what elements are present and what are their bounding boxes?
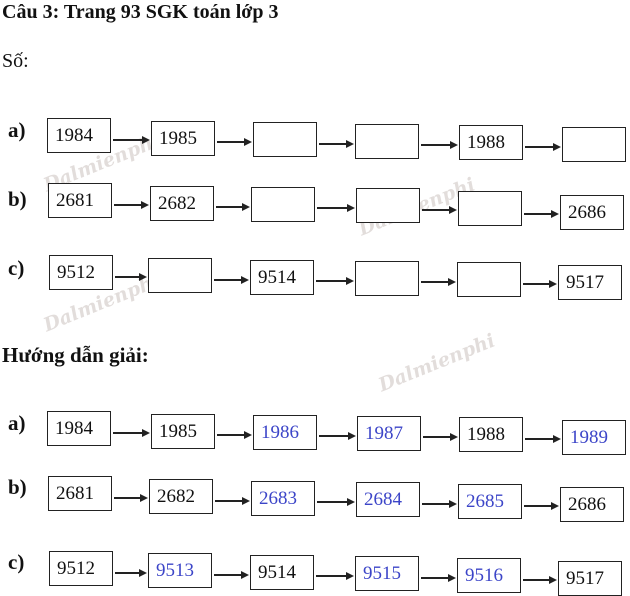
exercise-a-number-box[interactable] <box>355 124 419 159</box>
exercise-b-number-box: 2686 <box>560 195 624 230</box>
solution-heading: Hướng dẫn giải: <box>2 343 149 367</box>
arrow-right-icon <box>216 203 250 210</box>
arrow-right-icon <box>114 201 149 208</box>
exercise-c-number-box[interactable] <box>148 258 212 293</box>
solution-b-number-box: 2683 <box>251 481 315 516</box>
arrow-right-icon <box>214 571 249 578</box>
exercise-c-number-box: 9512 <box>49 255 113 290</box>
arrow-right-icon <box>217 431 252 438</box>
solution-a-number-box: 1988 <box>459 417 523 452</box>
arrow-right-icon <box>114 494 148 501</box>
arrow-right-icon <box>113 136 150 143</box>
solution-c-number-box: 9517 <box>558 561 622 596</box>
exercise-a-number-box: 1988 <box>459 125 523 160</box>
exercise-row-label-c: c) <box>8 256 25 280</box>
arrow-right-icon <box>421 278 456 285</box>
arrow-right-icon <box>523 280 557 287</box>
exercise-row-label-b: b) <box>8 187 27 211</box>
exercise-b-number-box[interactable] <box>458 191 522 226</box>
solution-b-number-box: 2686 <box>560 487 624 522</box>
arrow-right-icon <box>524 210 559 217</box>
exercise-a-number-box: 1985 <box>151 121 215 156</box>
exercise-c-number-box: 9514 <box>250 260 314 295</box>
exercise-c-number-box: 9517 <box>558 265 622 300</box>
arrow-right-icon <box>113 429 150 436</box>
solution-a-number-box: 1989 <box>562 420 626 455</box>
exercise-row-label-a: a) <box>8 118 26 142</box>
solution-a-number-box: 1986 <box>253 415 317 450</box>
solution-row-label-c: c) <box>8 550 25 574</box>
exercise-b-number-box[interactable] <box>251 187 315 222</box>
exercise-b-number-box: 2681 <box>48 183 112 218</box>
solution-b-number-box: 2682 <box>149 479 213 514</box>
exercise-b-number-box[interactable] <box>356 188 420 223</box>
arrow-right-icon <box>422 500 457 507</box>
solution-c-number-box: 9514 <box>250 555 314 590</box>
arrow-right-icon <box>525 435 561 442</box>
arrow-right-icon <box>217 138 252 145</box>
arrow-right-icon <box>317 498 355 505</box>
exercise-a-number-box: 1984 <box>47 118 111 153</box>
arrow-right-icon <box>317 204 355 211</box>
exercise-a-number-box[interactable] <box>562 127 626 162</box>
arrow-right-icon <box>423 433 458 440</box>
solution-a-number-box: 1985 <box>151 414 215 449</box>
solution-row-label-b: b) <box>8 475 27 499</box>
arrow-right-icon <box>319 140 354 147</box>
solution-c-number-box: 9512 <box>49 551 113 586</box>
arrow-right-icon <box>115 273 147 280</box>
exercise-c-number-box[interactable] <box>355 261 419 296</box>
arrow-right-icon <box>421 574 456 581</box>
solution-b-number-box: 2684 <box>356 482 420 517</box>
arrow-right-icon <box>525 143 561 150</box>
solution-b-number-box: 2681 <box>48 476 112 511</box>
arrow-right-icon <box>422 206 457 213</box>
arrow-right-icon <box>215 497 250 504</box>
arrow-right-icon <box>115 569 147 576</box>
solution-c-number-box: 9516 <box>457 558 521 593</box>
arrow-right-icon <box>421 141 458 148</box>
exercise-a-number-box[interactable] <box>253 122 317 157</box>
solution-c-number-box: 9515 <box>355 556 419 591</box>
arrow-right-icon <box>319 432 356 439</box>
arrow-right-icon <box>523 576 557 583</box>
arrow-right-icon <box>316 277 354 284</box>
exercise-c-number-box[interactable] <box>457 262 521 297</box>
solution-b-number-box: 2685 <box>458 484 522 519</box>
exercise-b-number-box: 2682 <box>150 186 214 221</box>
solution-a-number-box: 1984 <box>47 411 111 446</box>
page-title: Câu 3: Trang 93 SGK toán lớp 3 <box>2 1 279 23</box>
exercise-prompt: Số: <box>2 50 29 72</box>
solution-a-number-box: 1987 <box>357 416 421 451</box>
arrow-right-icon <box>316 572 354 579</box>
arrow-right-icon <box>524 502 559 509</box>
watermark: Dalmienphi <box>375 329 499 397</box>
solution-c-number-box: 9513 <box>148 553 212 588</box>
arrow-right-icon <box>214 276 249 283</box>
solution-row-label-a: a) <box>8 411 26 435</box>
